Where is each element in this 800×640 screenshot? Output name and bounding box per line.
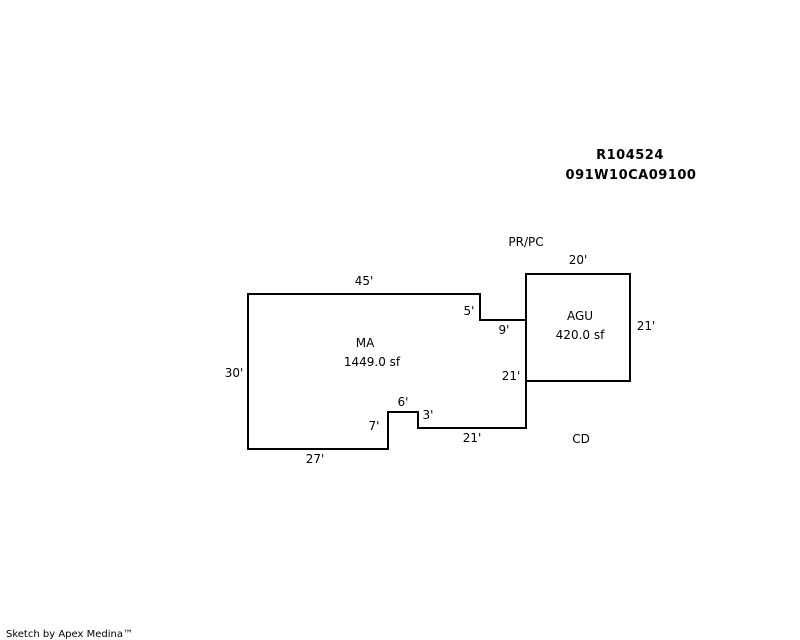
cd-label: CD [572, 432, 590, 446]
main-area-code: MA [356, 336, 375, 350]
dimension-garage-left-21: 21' [502, 369, 521, 383]
parcel-id: R104524 [596, 148, 664, 163]
garage-code: AGU [567, 309, 593, 323]
dimension-left-30: 30' [225, 366, 244, 380]
map-number: 091W10CA09100 [566, 168, 697, 183]
dimension-bottom-27: 27' [306, 452, 325, 466]
dimension-top-45: 45' [355, 274, 374, 288]
dimension-bottom-21: 21' [463, 431, 482, 445]
dimension-notch-6: 6' [398, 395, 409, 409]
main-area-outline [247, 293, 527, 450]
dimension-notch-3: 3' [423, 408, 434, 422]
main-area-size: 1449.0 sf [344, 355, 401, 369]
dimension-step-5: 5' [464, 304, 475, 318]
dimension-garage-right-21: 21' [637, 319, 656, 333]
garage-outline [525, 273, 631, 382]
pr-pc-label: PR/PC [508, 235, 543, 249]
dimension-step-9: 9' [499, 323, 510, 337]
sketch-credit: Sketch by Apex Medina™ [6, 629, 133, 640]
dimension-notch-7: 7' [369, 419, 380, 433]
dimension-garage-top-20: 20' [569, 253, 588, 267]
garage-size: 420.0 sf [556, 328, 605, 342]
